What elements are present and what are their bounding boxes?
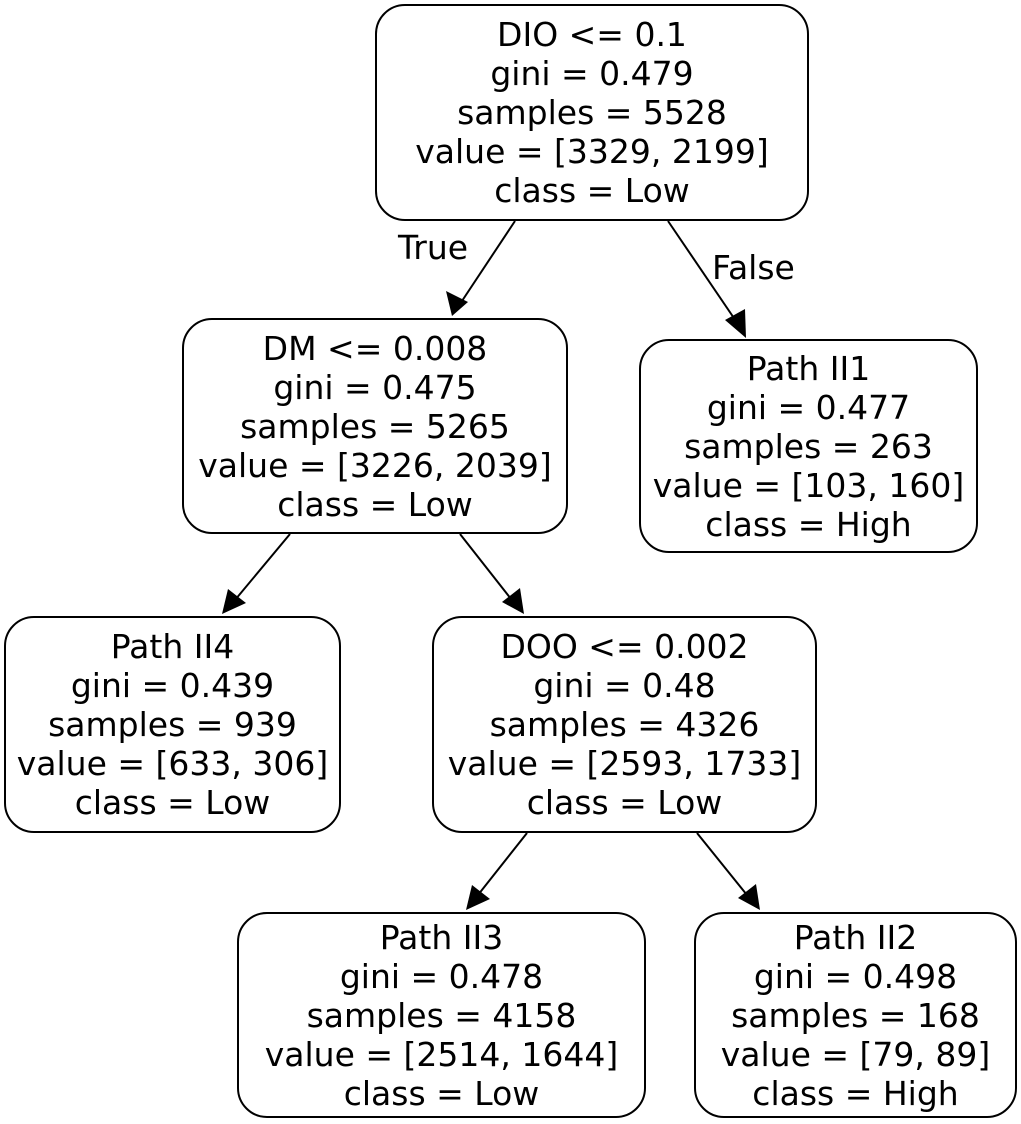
node-leaf-name: Path II4 bbox=[110, 627, 235, 666]
arrowhead-icon bbox=[222, 589, 246, 614]
node-split-condition: DM <= 0.008 bbox=[262, 328, 488, 368]
node-value: value = [3226, 2039] bbox=[198, 445, 552, 485]
node-gini: gini = 0.439 bbox=[70, 666, 275, 705]
node-gini: gini = 0.475 bbox=[273, 367, 477, 407]
node-samples: samples = 5528 bbox=[457, 93, 727, 132]
node-samples: samples = 5265 bbox=[240, 406, 510, 446]
node-samples: samples = 4326 bbox=[489, 705, 760, 744]
edge-doo-to-path-ii2 bbox=[696, 832, 752, 901]
edge-label-true: True bbox=[398, 228, 469, 267]
edge-doo-to-path-ii3 bbox=[473, 832, 528, 901]
node-class: class = Low bbox=[74, 783, 271, 822]
node-class: class = Low bbox=[526, 783, 723, 822]
tree-node-path-ii3: Path II3 gini = 0.478 samples = 4158 val… bbox=[237, 912, 646, 1118]
node-value: value = [633, 306] bbox=[16, 744, 329, 783]
arrowhead-icon bbox=[738, 884, 760, 910]
node-samples: samples = 939 bbox=[48, 705, 297, 744]
node-samples: samples = 4158 bbox=[306, 995, 577, 1035]
node-gini: gini = 0.479 bbox=[490, 54, 694, 93]
tree-node-root: DIO <= 0.1 gini = 0.479 samples = 5528 v… bbox=[375, 4, 809, 221]
arrowhead-icon bbox=[466, 885, 490, 910]
tree-node-doo: DOO <= 0.002 gini = 0.48 samples = 4326 … bbox=[432, 616, 817, 833]
edge-root-to-path-ii1 bbox=[667, 220, 741, 328]
node-class: class = Low bbox=[277, 484, 473, 524]
tree-node-path-ii1: Path II1 gini = 0.477 samples = 263 valu… bbox=[639, 339, 978, 553]
arrowhead-icon bbox=[725, 309, 746, 338]
tree-node-path-ii2: Path II2 gini = 0.498 samples = 168 valu… bbox=[694, 912, 1017, 1118]
node-samples: samples = 168 bbox=[731, 995, 980, 1035]
node-gini: gini = 0.478 bbox=[339, 956, 544, 996]
tree-node-dm: DM <= 0.008 gini = 0.475 samples = 5265 … bbox=[182, 318, 568, 534]
node-value: value = [3329, 2199] bbox=[415, 132, 769, 171]
node-leaf-name: Path II2 bbox=[793, 917, 918, 957]
tree-node-path-ii4: Path II4 gini = 0.439 samples = 939 valu… bbox=[4, 616, 341, 833]
node-class: class = Low bbox=[343, 1073, 540, 1113]
edge-label-false: False bbox=[712, 248, 795, 287]
node-value: value = [2514, 1644] bbox=[264, 1034, 619, 1074]
node-class: class = High bbox=[752, 1073, 959, 1113]
node-split-condition: DOO <= 0.002 bbox=[500, 627, 749, 666]
node-class: class = Low bbox=[494, 171, 690, 210]
node-class: class = High bbox=[705, 504, 912, 544]
node-gini: gini = 0.477 bbox=[706, 387, 911, 427]
node-value: value = [79, 89] bbox=[720, 1034, 991, 1074]
node-value: value = [103, 160] bbox=[652, 465, 965, 505]
node-leaf-name: Path II1 bbox=[746, 348, 871, 388]
node-gini: gini = 0.48 bbox=[533, 666, 716, 705]
edge-root-to-dm bbox=[455, 220, 516, 311]
edge-dm-to-doo bbox=[459, 533, 516, 605]
node-leaf-name: Path II3 bbox=[379, 917, 504, 957]
node-value: value = [2593, 1733] bbox=[447, 744, 802, 783]
arrowhead-icon bbox=[502, 588, 524, 614]
node-gini: gini = 0.498 bbox=[753, 956, 958, 996]
arrowhead-icon bbox=[446, 291, 468, 316]
node-samples: samples = 263 bbox=[684, 426, 933, 466]
node-split-condition: DIO <= 0.1 bbox=[497, 15, 687, 54]
edge-dm-to-path-ii4 bbox=[229, 533, 291, 607]
